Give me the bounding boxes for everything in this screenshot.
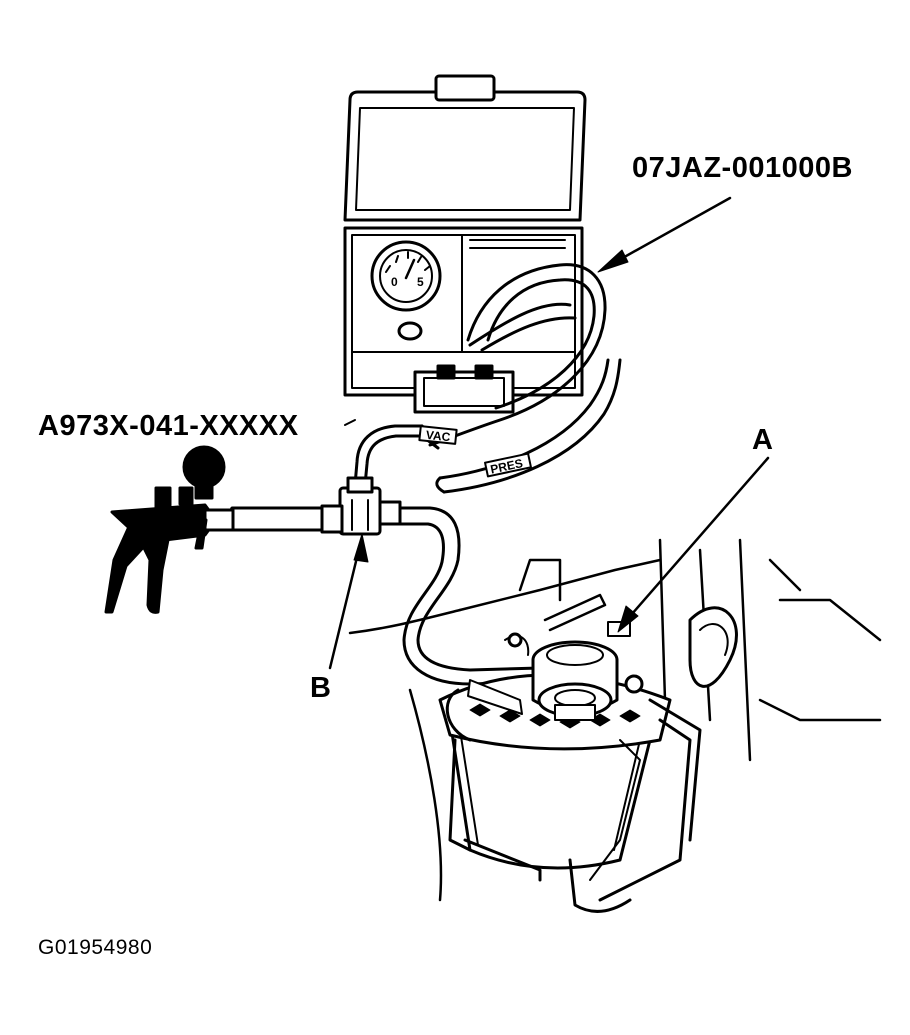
leader-b bbox=[328, 533, 369, 670]
leader-pump bbox=[344, 419, 356, 426]
tester-lid bbox=[343, 90, 587, 222]
canister-hose bbox=[398, 506, 542, 686]
t-fitting bbox=[338, 476, 402, 536]
vacuum-pump bbox=[104, 445, 235, 614]
callout-a-label: A bbox=[752, 424, 773, 456]
callout-b-label: B bbox=[310, 672, 331, 704]
tester-internal-hose bbox=[428, 263, 607, 447]
leader-a bbox=[617, 456, 770, 633]
pres-hose-tag-text: PRES bbox=[489, 456, 524, 476]
engine-bay-background bbox=[348, 538, 882, 902]
vac-hose-tag bbox=[418, 425, 458, 445]
tester-button bbox=[397, 321, 423, 341]
vac-hose-tag-text: VAC bbox=[425, 428, 451, 445]
figure-id-label: G01954980 bbox=[38, 936, 153, 959]
pres-hose-tag bbox=[484, 452, 532, 478]
svg-text:5: 5 bbox=[417, 275, 424, 289]
svg-text:0: 0 bbox=[391, 275, 398, 289]
lid-clasp bbox=[434, 74, 496, 102]
pump-hose bbox=[227, 504, 344, 534]
pump-part-number-label: A973X-041-XXXXX bbox=[38, 410, 299, 442]
leader-tester bbox=[597, 196, 732, 273]
pres-hose bbox=[435, 358, 622, 494]
evap-tester-case: 0 5 bbox=[343, 74, 607, 447]
pump-gauge bbox=[182, 445, 226, 489]
tester-part-number-label: 07JAZ-001000B bbox=[632, 152, 853, 184]
evap-canister bbox=[438, 606, 738, 913]
